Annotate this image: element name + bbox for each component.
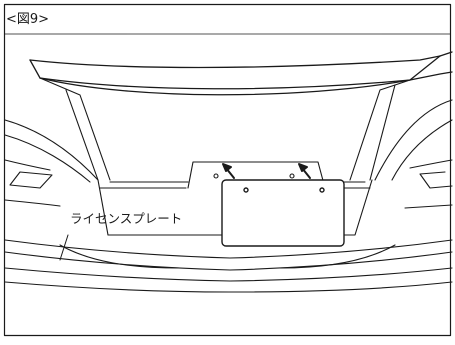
figure-border (3, 3, 452, 337)
bracket-hole-left (213, 173, 219, 179)
arrow-left-icon (222, 163, 235, 179)
license-plate-label: ライセンスプレート (70, 211, 183, 226)
right-taillight (349, 79, 453, 209)
trunk-lid-edge (29, 51, 453, 96)
plate-bracket (187, 161, 326, 189)
bracket-hole-right (289, 173, 295, 179)
license-plate (221, 179, 345, 247)
arrow-right-icon (298, 163, 311, 179)
figure-number: <図9> (6, 12, 50, 27)
lower-bumper (4, 239, 453, 293)
left-taillight (4, 77, 111, 207)
